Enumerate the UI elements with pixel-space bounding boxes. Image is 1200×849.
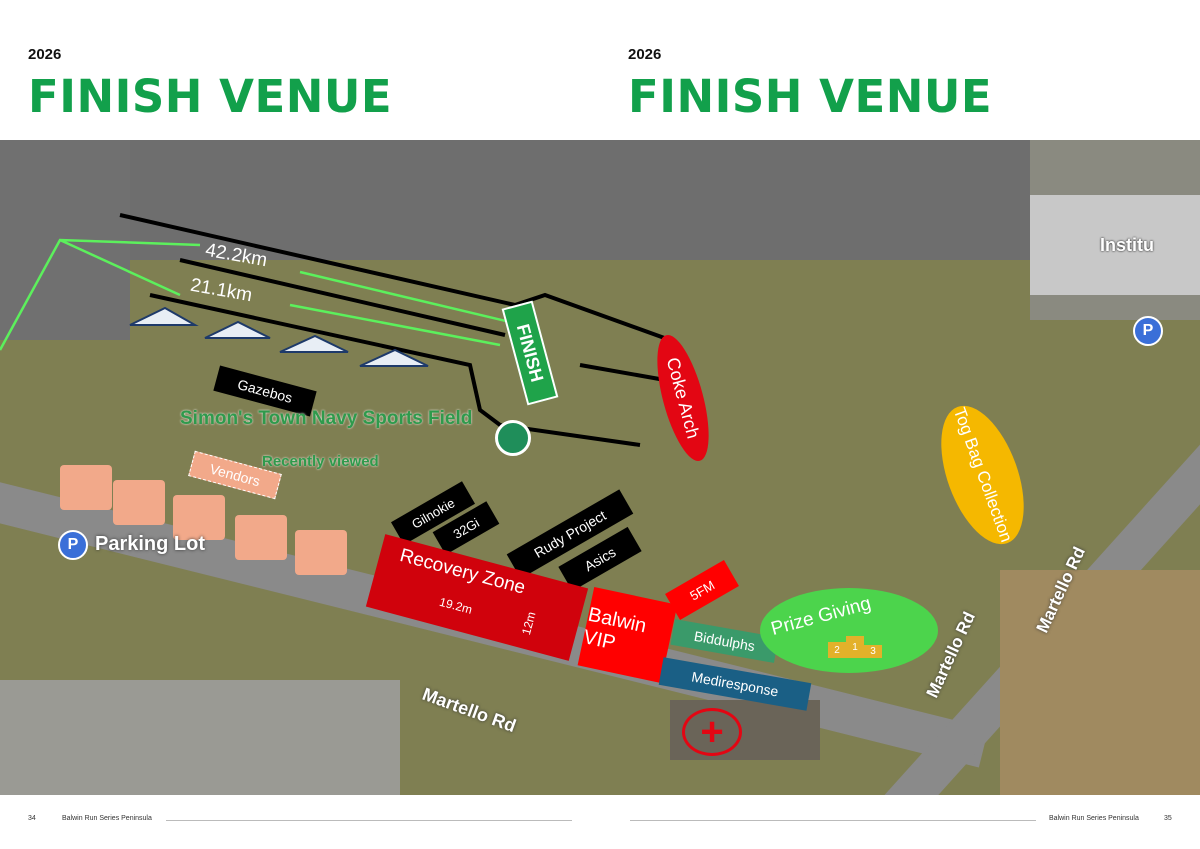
year-left: 2026: [28, 46, 62, 63]
page-number-right: 35: [1164, 815, 1172, 822]
depth-label: 12m: [518, 610, 539, 637]
prize-giving-label: Prize Giving: [768, 593, 874, 640]
lot-southwest: [0, 680, 400, 795]
medical-cross-icon: +: [682, 708, 742, 756]
venue-map: Institu Martello Rd Martello Rd Martello…: [0, 140, 1200, 795]
recently-viewed: Recently viewed: [262, 453, 379, 470]
footer-title-left: Balwin Run Series Peninsula: [62, 815, 152, 822]
place-pin-icon[interactable]: [495, 420, 531, 456]
page-title-left: FINISH VENUE: [28, 70, 393, 123]
footer-rule-right: [630, 820, 1036, 821]
page-number-left: 34: [28, 815, 36, 822]
institute-building: [1030, 195, 1200, 295]
institute-label: Institu: [1100, 235, 1154, 255]
footer-rule-left: [166, 820, 572, 821]
sand-area: [1000, 570, 1200, 795]
route-lines: [0, 213, 671, 447]
parking-icon[interactable]: P: [58, 530, 88, 560]
year-right: 2026: [628, 46, 662, 63]
parking-label: Parking Lot: [95, 533, 206, 555]
footer-title-right: Balwin Run Series Peninsula: [1049, 815, 1139, 822]
vendor-stall-icons: [60, 465, 347, 575]
gazebo-icons: [129, 306, 429, 367]
place-name: Simon's Town Navy Sports Field: [180, 408, 473, 429]
width-label: 19.2m: [437, 594, 474, 617]
parking-icon-east[interactable]: P: [1133, 316, 1163, 346]
podium-icon: 2 1 3: [828, 636, 882, 658]
page-title-right: FINISH VENUE: [628, 70, 993, 123]
prize-giving-area: Prize Giving 2 1 3: [760, 588, 938, 673]
